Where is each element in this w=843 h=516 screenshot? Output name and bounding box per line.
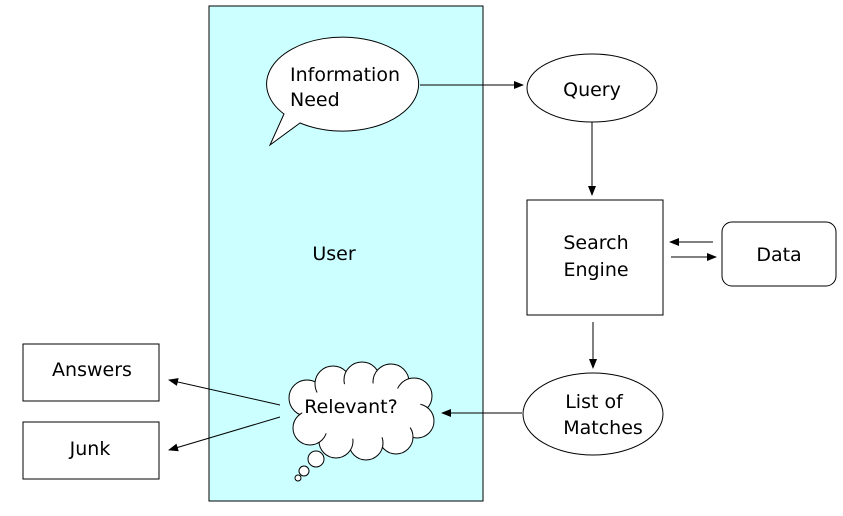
relevant-label: Relevant? xyxy=(304,396,397,418)
information-need-label-line1: Information xyxy=(290,64,400,86)
search-engine-node xyxy=(526,199,664,316)
list-of-matches-label-line1: List of xyxy=(565,391,624,413)
list-of-matches-node xyxy=(522,372,664,456)
arrow-relevant-to-answers xyxy=(168,378,281,406)
junk-node xyxy=(22,421,160,480)
junk-label: Junk xyxy=(69,438,111,460)
relevant-thought-cloud xyxy=(288,361,435,482)
answers-node xyxy=(22,343,160,402)
information-need-bubble xyxy=(266,36,420,147)
answers-label: Answers xyxy=(52,359,132,381)
information-need-label-line2: Need xyxy=(290,89,340,111)
search-engine-label-line1: Search xyxy=(563,232,628,254)
arrow-relevant-to-junk xyxy=(168,416,281,452)
query-label: Query xyxy=(563,79,621,101)
data-label: Data xyxy=(756,244,801,266)
data-node xyxy=(721,221,837,287)
search-engine-label-line2: Engine xyxy=(563,259,628,281)
list-of-matches-label-line2: Matches xyxy=(563,417,643,439)
user-label: User xyxy=(312,243,355,265)
